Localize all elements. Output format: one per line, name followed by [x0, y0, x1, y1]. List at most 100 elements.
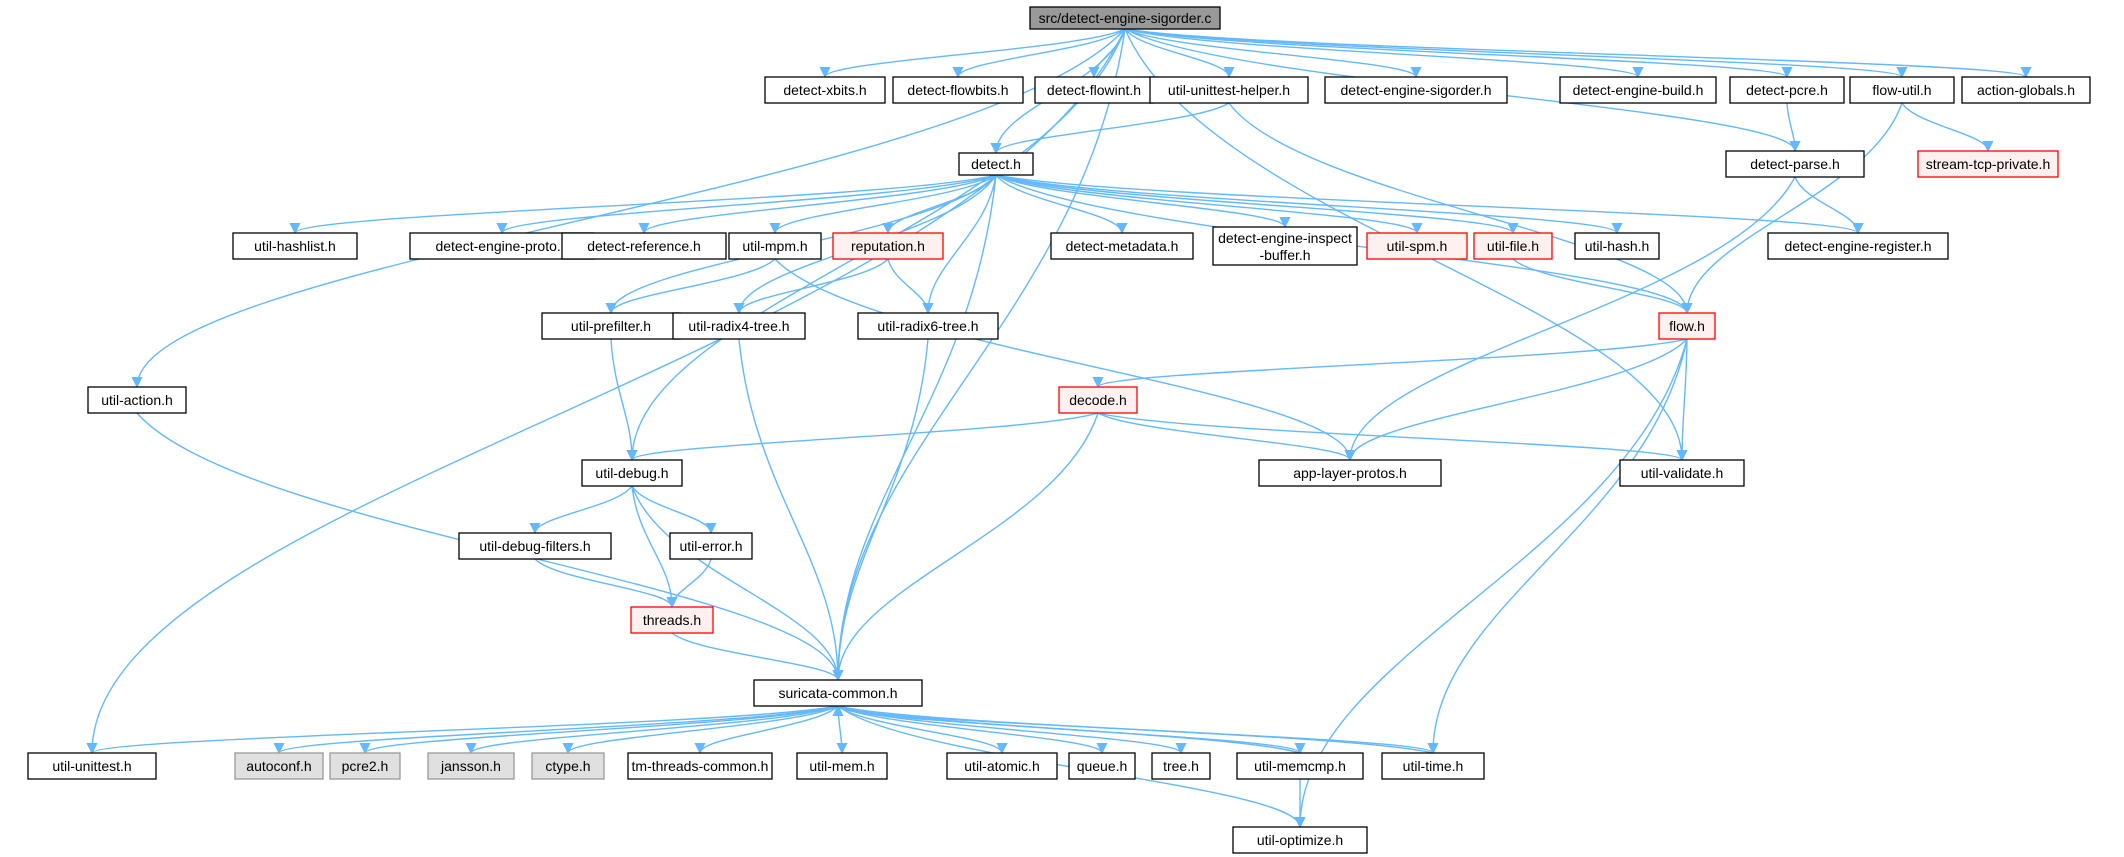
node-box — [1149, 76, 1309, 104]
edge-common-to-pcre2 — [359, 705, 839, 755]
node-label: detect.h — [971, 156, 1021, 172]
edge-threads-to-common — [671, 632, 844, 682]
node-autoconf[interactable]: autoconf.h — [234, 752, 324, 780]
edge-detect-to-mpm — [769, 174, 997, 235]
node-label: src/detect-engine-sigorder.c — [1039, 10, 1212, 26]
node-unittest[interactable]: util-unittest.h — [27, 752, 157, 780]
node-hash[interactable]: util-hash.h — [1574, 232, 1660, 260]
node-box — [1559, 76, 1717, 104]
node-label: action-globals.h — [1977, 82, 2075, 98]
node-memcmp[interactable]: util-memcmp.h — [1236, 752, 1364, 780]
node-box — [1619, 459, 1745, 487]
node-flowh[interactable]: flow.h — [1658, 312, 1716, 340]
node-mpm[interactable]: util-mpm.h — [728, 232, 822, 260]
node-error[interactable]: util-error.h — [669, 532, 753, 560]
node-decode[interactable]: decode.h — [1058, 386, 1138, 414]
node-mem[interactable]: util-mem.h — [796, 752, 888, 780]
edge-decode-to-debug — [626, 412, 1099, 462]
node-debug[interactable]: util-debug.h — [581, 459, 683, 487]
node-inspect[interactable]: detect-engine-inspect-buffer.h — [1212, 226, 1358, 266]
edge-debug-to-debugfilters — [529, 485, 633, 535]
edge-detect-to-hash — [995, 174, 1623, 235]
node-box — [427, 752, 515, 780]
edge-flowh-to-validate — [1676, 338, 1688, 462]
node-label: util-optimize.h — [1257, 832, 1343, 848]
node-prefilter[interactable]: util-prefilter.h — [541, 312, 681, 340]
node-label: decode.h — [1069, 392, 1127, 408]
edge-root-to-xbits — [819, 28, 1126, 79]
node-label: queue.h — [1077, 758, 1128, 774]
edge-flowh-to-time — [1427, 338, 1688, 755]
node-queue[interactable]: queue.h — [1068, 752, 1136, 780]
node-action[interactable]: util-action.h — [87, 386, 187, 414]
node-file[interactable]: util-file.h — [1473, 232, 1553, 260]
node-radix6[interactable]: util-radix6-tree.h — [857, 312, 999, 340]
node-label: ctype.h — [545, 758, 590, 774]
node-threads[interactable]: threads.h — [630, 606, 714, 634]
node-unittesthelper[interactable]: util-unittest-helper.h — [1149, 76, 1309, 104]
edge-mpm-to-prefilter — [605, 258, 776, 315]
node-actionglobals[interactable]: action-globals.h — [1961, 76, 2091, 104]
node-root[interactable]: src/detect-engine-sigorder.c — [1029, 6, 1221, 30]
node-label: util-file.h — [1487, 238, 1539, 254]
edge-root-to-common — [832, 28, 1126, 682]
node-build[interactable]: detect-engine-build.h — [1559, 76, 1717, 104]
node-reference[interactable]: detect-reference.h — [561, 232, 727, 260]
node-tmthreads[interactable]: tm-threads-common.h — [627, 752, 773, 780]
node-detect[interactable]: detect.h — [958, 152, 1034, 176]
node-box — [1381, 752, 1485, 780]
node-radix4[interactable]: util-radix4-tree.h — [672, 312, 806, 340]
node-label: util-debug.h — [595, 465, 668, 481]
node-validate[interactable]: util-validate.h — [1619, 459, 1745, 487]
node-label: detect-xbits.h — [783, 82, 866, 98]
node-spm[interactable]: util-spm.h — [1366, 232, 1468, 260]
node-jansson[interactable]: jansson.h — [427, 752, 515, 780]
node-label: reputation.h — [851, 238, 925, 254]
node-common[interactable]: suricata-common.h — [753, 679, 923, 707]
node-applayer[interactable]: app-layer-protos.h — [1258, 459, 1442, 487]
edge-reputation-to-radix6 — [887, 258, 934, 315]
node-box — [1212, 226, 1358, 266]
node-optimize[interactable]: util-optimize.h — [1232, 826, 1368, 854]
node-box — [1236, 752, 1364, 780]
node-box — [892, 76, 1024, 104]
node-atomic[interactable]: util-atomic.h — [946, 752, 1058, 780]
node-label: util-debug-filters.h — [479, 538, 590, 554]
node-box — [1058, 386, 1138, 414]
node-flowint[interactable]: detect-flowint.h — [1034, 76, 1154, 104]
edge-detect-to-file — [995, 174, 1519, 235]
edge-common-to-unittest — [86, 705, 839, 755]
node-register[interactable]: detect-engine-register.h — [1767, 232, 1949, 260]
edge-unittesthelper-to-flowh — [1228, 102, 1693, 315]
node-box — [753, 679, 923, 707]
edge-common-to-autoconf — [273, 705, 839, 755]
node-xbits[interactable]: detect-xbits.h — [764, 76, 886, 104]
node-debugfilters[interactable]: util-debug-filters.h — [458, 532, 612, 560]
edge-debug-to-threads — [631, 485, 678, 609]
node-pcre2[interactable]: pcre2.h — [329, 752, 401, 780]
node-metadata[interactable]: detect-metadata.h — [1050, 232, 1194, 260]
edge-common-to-atomic — [837, 705, 1008, 755]
node-flowbits[interactable]: detect-flowbits.h — [892, 76, 1024, 104]
node-flowutil[interactable]: flow-util.h — [1849, 76, 1955, 104]
node-label: detect-parse.h — [1750, 156, 1840, 172]
node-label: util-atomic.h — [964, 758, 1039, 774]
node-box — [946, 752, 1058, 780]
node-label: detect-flowbits.h — [907, 82, 1008, 98]
node-time[interactable]: util-time.h — [1381, 752, 1485, 780]
node-streamtcp[interactable]: stream-tcp-private.h — [1917, 150, 2059, 178]
node-box — [1574, 232, 1660, 260]
node-parse[interactable]: detect-parse.h — [1725, 150, 1865, 178]
node-tree[interactable]: tree.h — [1151, 752, 1211, 780]
edge-parse-to-applayer — [1344, 176, 1796, 462]
node-pcre[interactable]: detect-pcre.h — [1729, 76, 1845, 104]
node-box — [234, 752, 324, 780]
node-ctype[interactable]: ctype.h — [531, 752, 605, 780]
node-label: suricata-common.h — [778, 685, 897, 701]
node-box — [561, 232, 727, 260]
node-sigorderh[interactable]: detect-engine-sigorder.h — [1324, 76, 1508, 104]
node-reputation[interactable]: reputation.h — [832, 232, 944, 260]
node-hashlist[interactable]: util-hashlist.h — [232, 232, 358, 260]
edge-detect-to-hashlist — [289, 174, 997, 235]
node-box — [1232, 826, 1368, 854]
